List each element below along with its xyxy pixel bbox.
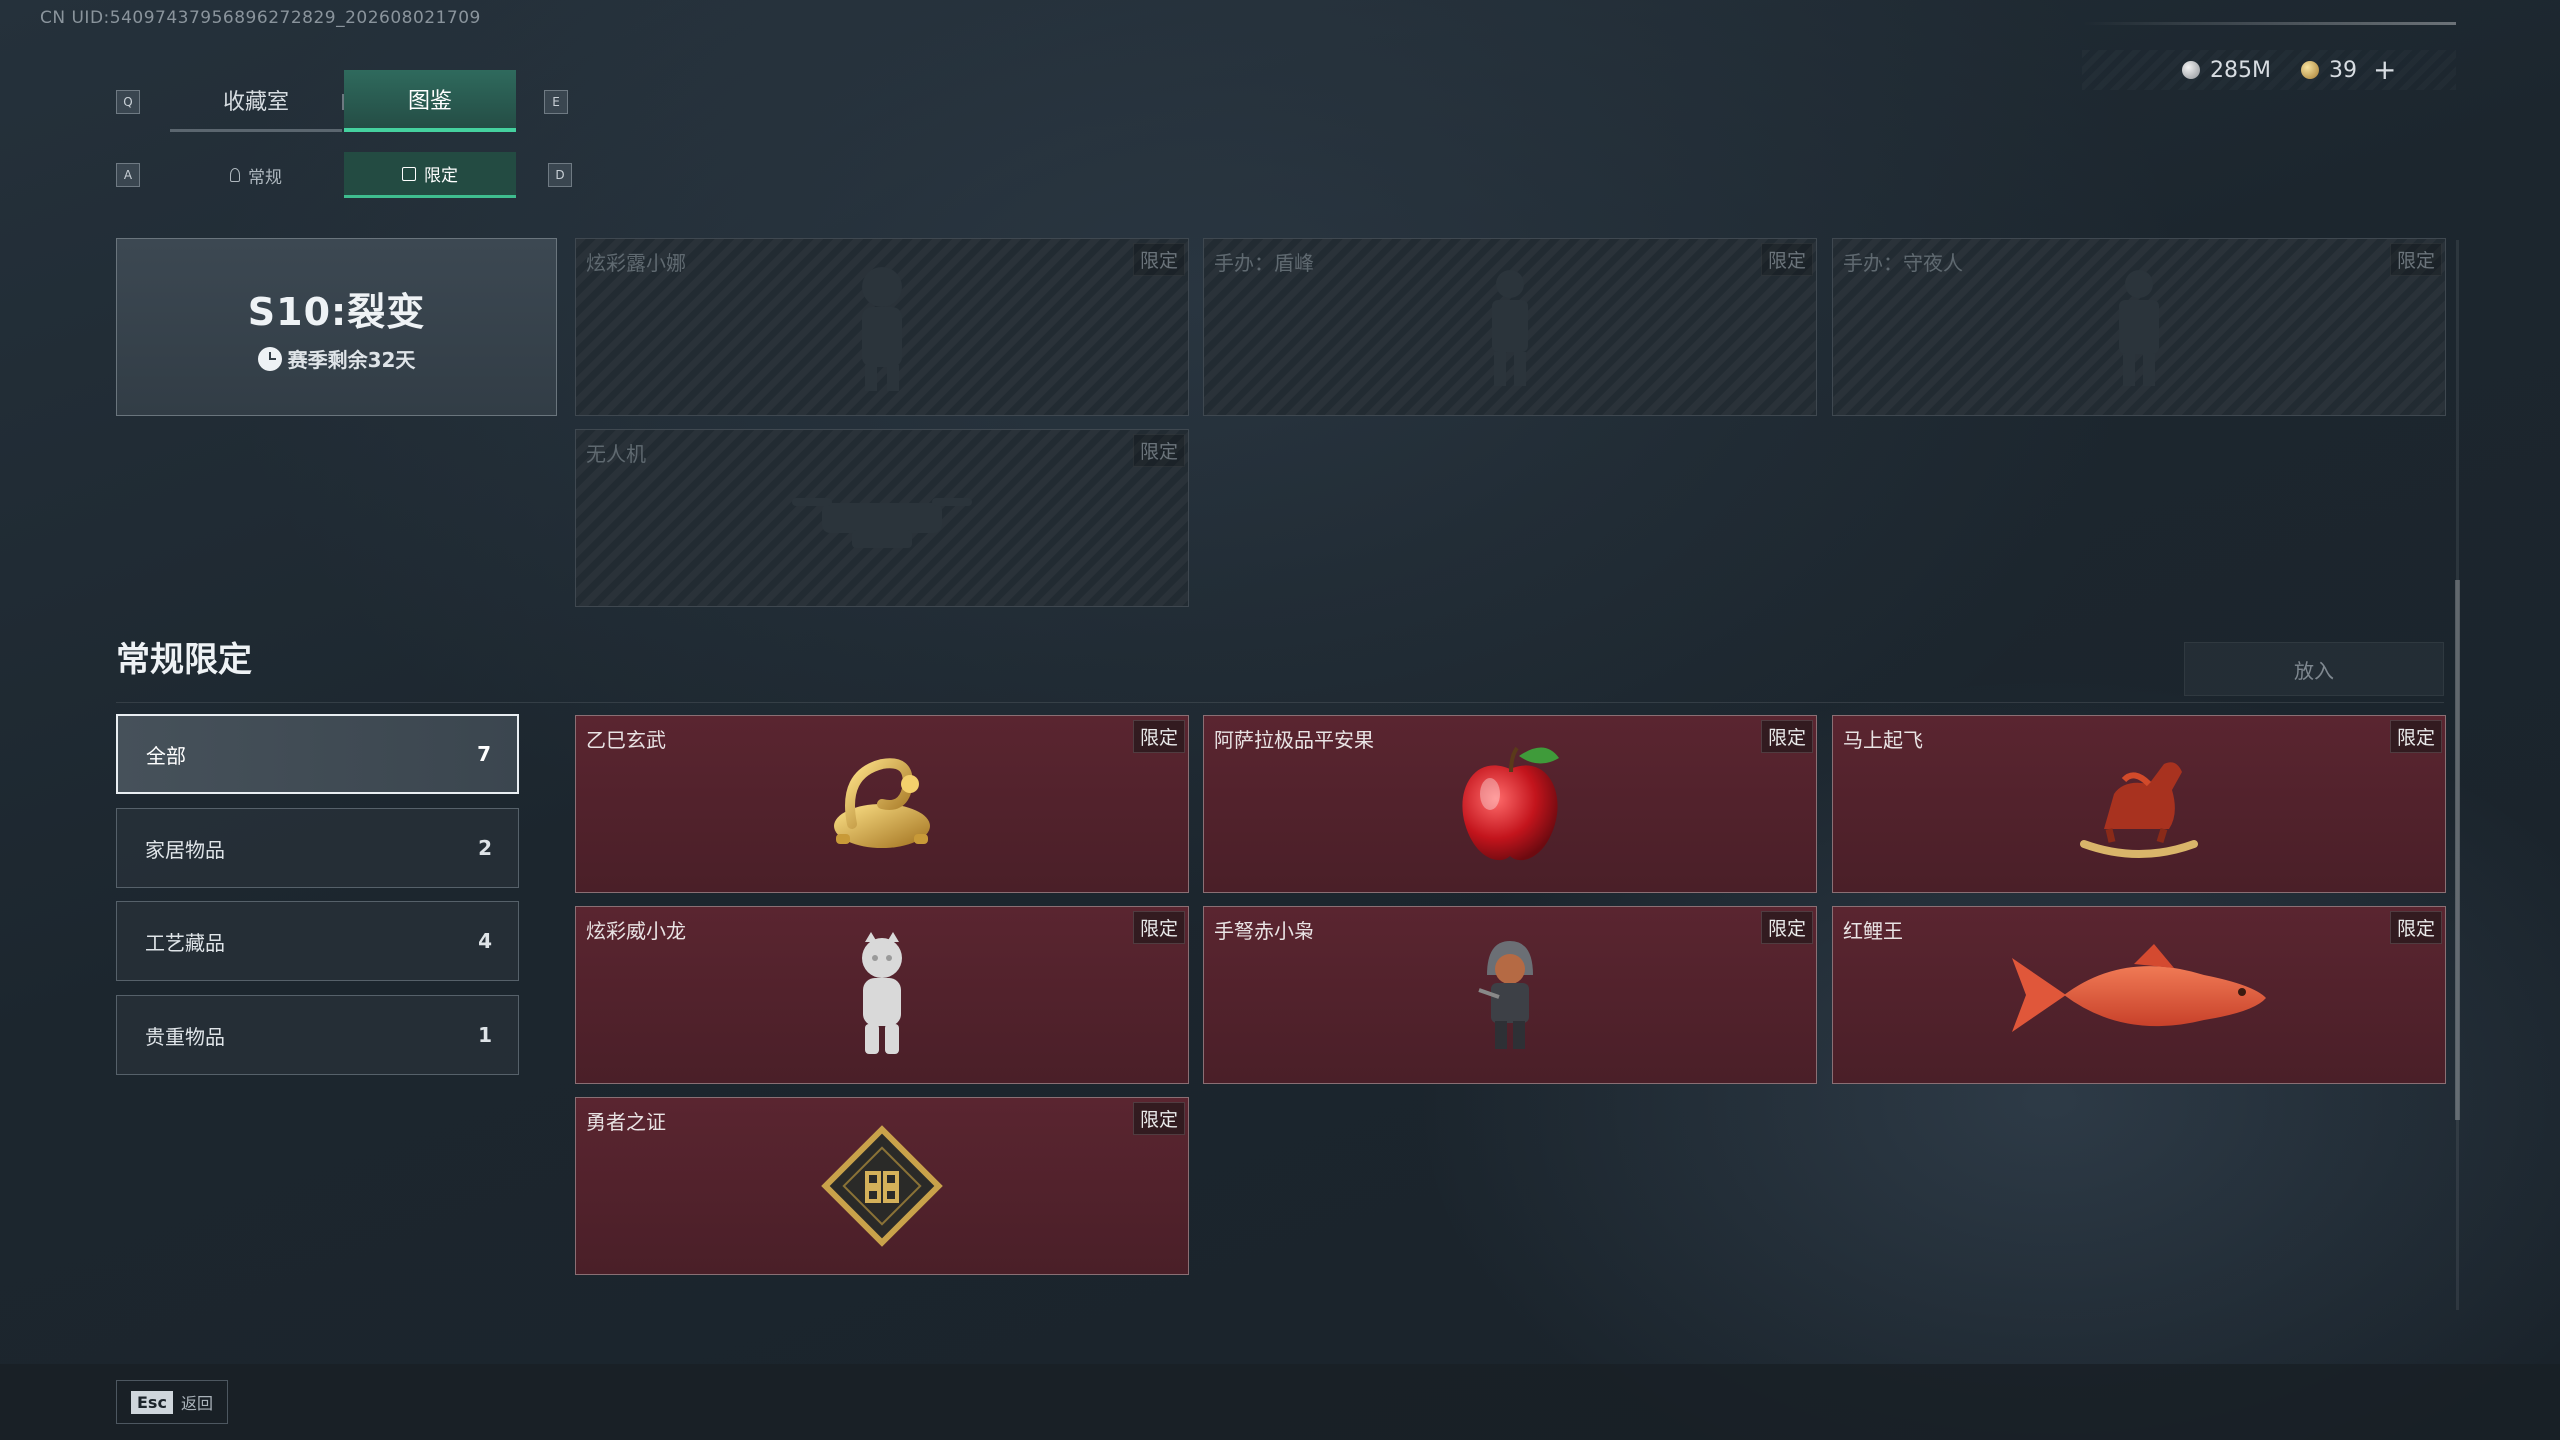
category-valuables[interactable]: 贵重物品 1 <box>116 995 519 1075</box>
collection-item-card[interactable]: 红鲤王 限定 <box>1832 906 2446 1084</box>
item-name: 阿萨拉极品平安果 <box>1214 728 1374 752</box>
category-count: 7 <box>477 742 491 766</box>
category-label: 全部 <box>146 743 186 768</box>
golden-badge-icon <box>821 1125 943 1247</box>
red-carp-icon <box>2012 944 2266 1032</box>
limited-badge: 限定 <box>1760 720 1813 753</box>
limited-badge: 限定 <box>2389 720 2442 753</box>
gold-coin-icon <box>2300 61 2319 79</box>
golden-turtle-snake-icon <box>834 758 930 848</box>
season-item-card[interactable]: 手办：守夜人 限定 <box>1832 238 2446 416</box>
limited-badge: 限定 <box>1132 243 1185 276</box>
item-name: 勇者之证 <box>586 1110 666 1134</box>
season-item-card[interactable]: 无人机 限定 <box>575 429 1189 607</box>
limited-badge: 限定 <box>2389 911 2442 944</box>
category-count: 2 <box>478 836 492 860</box>
limited-badge: 限定 <box>1132 720 1185 753</box>
category-label: 工艺藏品 <box>145 930 225 955</box>
category-count: 1 <box>478 1023 492 1047</box>
collection-item-card[interactable]: 阿萨拉极品平安果 限定 <box>1203 715 1817 893</box>
subtab-regular-label: 常规 <box>248 167 282 188</box>
collection-item-card[interactable]: 炫彩威小龙 限定 <box>575 906 1189 1084</box>
silver-coin-icon <box>2182 61 2200 79</box>
collection-item-card[interactable]: 马上起飞 限定 <box>1832 715 2446 893</box>
figure-silhouette-icon <box>862 267 902 391</box>
collection-item-card[interactable]: 勇者之证 限定 <box>575 1097 1189 1275</box>
season-remaining-text: 赛季剩余32天 <box>287 348 416 372</box>
limited-badge: 限定 <box>1760 911 1813 944</box>
next-tab-key[interactable]: E <box>544 90 568 114</box>
silver-amount: 285M <box>2210 57 2271 83</box>
bottom-bar <box>0 1364 2560 1440</box>
red-apple-icon <box>1462 746 1559 861</box>
section-title: 常规限定 <box>116 640 252 680</box>
subtab-limited[interactable]: 限定 <box>344 152 516 198</box>
figure-silhouette-icon <box>1492 270 1528 386</box>
tab-codex[interactable]: 图鉴 <box>344 70 516 132</box>
item-name: 炫彩露小娜 <box>586 251 686 275</box>
rocking-horse-icon <box>2080 762 2198 858</box>
category-label: 贵重物品 <box>145 1024 225 1049</box>
limited-badge: 限定 <box>2389 243 2442 276</box>
limited-badge: 限定 <box>1760 243 1813 276</box>
hooded-figurine-icon <box>1478 941 1533 1049</box>
season-remaining: 赛季剩余32天 <box>257 344 416 373</box>
category-label: 家居物品 <box>145 837 225 862</box>
item-name: 无人机 <box>586 442 646 466</box>
category-crafts[interactable]: 工艺藏品 4 <box>116 901 519 981</box>
category-all[interactable]: 全部 7 <box>116 714 519 794</box>
tab-collection-room[interactable]: 收藏室 <box>170 70 342 132</box>
esc-key: Esc <box>131 1390 173 1414</box>
item-name: 红鲤王 <box>1843 919 1903 943</box>
back-label: 返回 <box>180 1394 213 1413</box>
category-count: 4 <box>478 929 492 953</box>
item-name: 炫彩威小龙 <box>586 919 686 943</box>
scrollbar-thumb[interactable] <box>2455 580 2460 1120</box>
item-name: 马上起飞 <box>1843 728 1923 752</box>
back-button[interactable]: Esc 返回 <box>116 1380 228 1424</box>
category-home[interactable]: 家居物品 2 <box>116 808 519 888</box>
section-divider <box>116 702 2444 703</box>
picture-icon <box>402 166 416 181</box>
tab-separator <box>342 94 344 110</box>
item-name: 手办：盾峰 <box>1214 251 1314 275</box>
prev-tab-key[interactable]: Q <box>116 90 140 114</box>
currency-bar: 285M 39 + <box>2082 50 2456 90</box>
clock-icon <box>257 346 282 371</box>
put-in-button[interactable]: 放入 <box>2184 642 2444 696</box>
white-figurine-icon <box>862 932 902 1054</box>
subtab-regular[interactable]: 常规 <box>170 152 342 198</box>
prev-subtab-key[interactable]: A <box>116 163 140 187</box>
uid-text: CN UID:5409743795689627282​9_20260802170… <box>40 8 481 28</box>
season-title: S10:裂变 <box>247 290 426 334</box>
season-card: S10:裂变 赛季剩余32天 <box>116 238 557 416</box>
season-item-card[interactable]: 手办：盾峰 限定 <box>1203 238 1817 416</box>
limited-badge: 限定 <box>1132 1102 1185 1135</box>
drone-silhouette-icon <box>792 498 972 548</box>
limited-badge: 限定 <box>1132 911 1185 944</box>
item-name: 乙巳玄武 <box>586 728 666 752</box>
top-decor-line <box>2082 22 2456 25</box>
item-name: 手弩赤小枭 <box>1214 919 1314 943</box>
collection-item-card[interactable]: 手弩赤小枭 限定 <box>1203 906 1817 1084</box>
limited-badge: 限定 <box>1132 434 1185 467</box>
season-item-card[interactable]: 炫彩露小娜 限定 <box>575 238 1189 416</box>
collection-item-card[interactable]: 乙巳玄武 限定 <box>575 715 1189 893</box>
gold-amount: 39 <box>2328 57 2357 83</box>
scrollbar-track[interactable] <box>2456 240 2459 1310</box>
add-currency-button[interactable]: + <box>2372 53 2397 86</box>
next-subtab-key[interactable]: D <box>548 163 572 187</box>
person-icon <box>230 168 240 182</box>
gold-currency[interactable]: 39 + <box>2300 53 2397 86</box>
figure-silhouette-icon <box>2119 270 2159 386</box>
item-name: 手办：守夜人 <box>1843 251 1963 275</box>
silver-currency: 285M <box>2182 58 2271 83</box>
subtab-limited-label: 限定 <box>424 166 458 186</box>
